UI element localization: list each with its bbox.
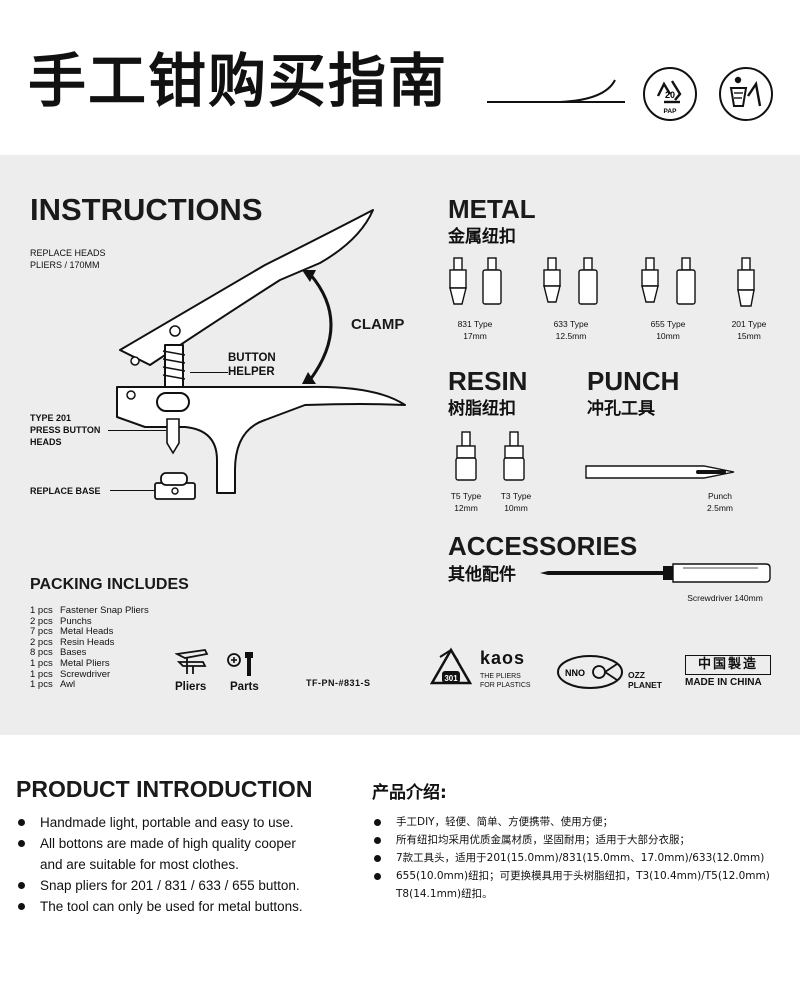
- pliers-label: Pliers: [175, 681, 207, 693]
- info-panel: [0, 155, 800, 735]
- list-item: Snap pliers for 201 / 831 / 633 / 655 bu…: [18, 875, 303, 896]
- parts-label: Parts: [230, 681, 259, 693]
- parts-icon: [227, 652, 253, 676]
- list-item: T8(14.1mm)纽扣。: [396, 888, 493, 900]
- product-intro-heading-cn: 产品介绍:: [372, 783, 447, 803]
- product-intro-list: Handmade light, portable and easy to use…: [18, 812, 303, 917]
- resin-heads-illustration: [455, 431, 525, 481]
- resin-heading: RESIN: [448, 366, 528, 396]
- product-intro-list-cn: 手工DIY，轻便、简单、方便携带、使用方便； 所有纽扣均采用优质金属材质，坚固耐…: [374, 813, 794, 903]
- accessories-heading-cn: 其他配件: [448, 565, 516, 585]
- list-item: 7款工具头，适用于201(15.0mm)/831(15.0mm、17.0mm)/…: [374, 849, 794, 867]
- punch-illustration: [585, 465, 735, 479]
- divider-swoosh: [487, 79, 625, 103]
- metal-heading: METAL: [448, 194, 536, 224]
- list-item: 手工DIY，轻便、简单、方便携带、使用方便；: [374, 813, 794, 831]
- pliers-icon: [175, 649, 209, 674]
- packing-heading: PACKING INCLUDES: [30, 576, 189, 593]
- made-in-china-cn: 中国製造: [685, 655, 771, 675]
- recycle-number: 20: [665, 90, 675, 100]
- replace-heads-label: REPLACE HEADS PLIERS / 170MM: [30, 248, 106, 270]
- list-item: The tool can only be used for metal butt…: [18, 896, 303, 917]
- ozz-mark: NNO: [565, 668, 585, 678]
- page-title: 手工钳购买指南: [28, 47, 449, 115]
- pliers-illustration: [116, 209, 406, 500]
- screwdriver-illustration: [540, 563, 771, 583]
- list-item: and are suitable for most clothes.: [40, 857, 239, 872]
- accessories-heading: ACCESSORIES: [448, 531, 638, 561]
- list-item: 所有纽扣均采用优质金属材质，坚固耐用；适用于大部分衣服；: [374, 831, 794, 849]
- list-item: All bottons are made of high quality coo…: [18, 833, 303, 854]
- recycle-code: PAP: [664, 108, 678, 115]
- type201-leader: [108, 430, 166, 431]
- list-item: Handmade light, portable and easy to use…: [18, 812, 303, 833]
- replace-base-leader: [110, 490, 155, 491]
- screwdriver-label: Screwdriver 140mm: [687, 593, 763, 603]
- metal-heads-illustration: [449, 257, 755, 307]
- recycle-logo-icon: 301: [429, 647, 473, 685]
- clamp-arrow-icon: [302, 270, 333, 384]
- kaos-logo: kaos: [480, 648, 526, 668]
- product-code: TF-PN-#831-S: [306, 678, 371, 688]
- resin-heading-cn: 树脂纽扣: [448, 399, 516, 419]
- punch-heading-cn: 冲孔工具: [587, 399, 655, 419]
- punch-heading: PUNCH: [587, 366, 680, 396]
- ozz-planet-logo-icon: NNO: [557, 655, 623, 689]
- replace-base-label: REPLACE BASE: [30, 486, 101, 496]
- product-intro-heading: PRODUCT INTRODUCTION: [16, 776, 313, 802]
- metal-heading-cn: 金属纽扣: [448, 227, 516, 247]
- clamp-label: CLAMP: [351, 316, 405, 333]
- instructions-heading: INSTRUCTIONS: [30, 192, 263, 227]
- trash-bin-icon: [719, 67, 773, 121]
- list-item: 655(10.0mm)纽扣；可更换模具用于头树脂纽扣，T3(10.4mm)/T5…: [374, 867, 794, 885]
- button-helper-label: BUTTON HELPER: [228, 352, 276, 378]
- type201-label: TYPE 201 PRESS BUTTON HEADS: [30, 413, 101, 447]
- recycle-logo-code: 301: [444, 674, 458, 683]
- made-in-china-en: MADE IN CHINA: [685, 677, 762, 688]
- recycle-pap-icon: 20 PAP: [643, 67, 697, 121]
- button-helper-leader: [190, 372, 228, 373]
